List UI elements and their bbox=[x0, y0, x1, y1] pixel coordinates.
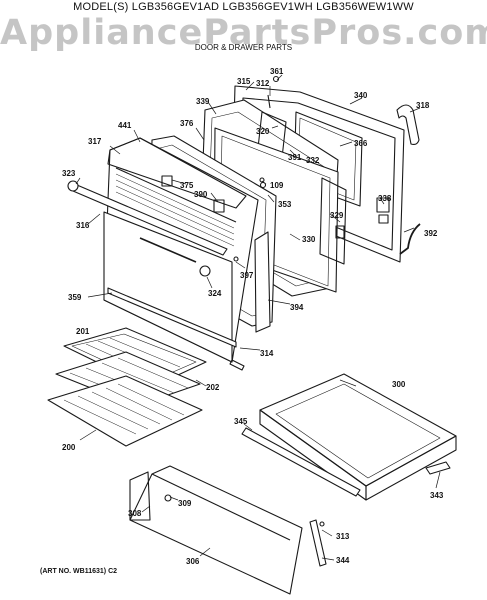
model-line: MODEL(S) LGB356GEV1AD LGB356GEV1WH LGB35… bbox=[73, 1, 414, 13]
bottom-hinge-rail bbox=[107, 287, 245, 371]
callout-300: 300 bbox=[392, 380, 406, 389]
callout-391: 391 bbox=[288, 153, 302, 162]
callout-323: 323 bbox=[62, 169, 76, 178]
callout-314: 314 bbox=[260, 349, 274, 358]
art-number: (ART NO. WB11631) C2 bbox=[40, 568, 118, 575]
callout-313: 313 bbox=[336, 532, 350, 541]
callout-306: 306 bbox=[186, 557, 200, 566]
callout-202: 202 bbox=[206, 383, 220, 392]
callout-329: 329 bbox=[330, 211, 344, 220]
callout-390: 390 bbox=[194, 190, 208, 199]
callout-441: 441 bbox=[118, 121, 132, 130]
handle-bracket bbox=[396, 104, 420, 146]
side-strip bbox=[254, 231, 271, 333]
callout-397: 397 bbox=[240, 271, 254, 280]
leader-lines bbox=[75, 74, 441, 561]
outer-door-front bbox=[103, 137, 259, 363]
watermark: AppliancePartsPros.com bbox=[0, 13, 487, 53]
callout-109: 109 bbox=[270, 181, 284, 190]
storage-drawer bbox=[259, 373, 457, 501]
callout-353: 353 bbox=[278, 200, 292, 209]
callout-375: 375 bbox=[180, 181, 194, 190]
callout-318: 318 bbox=[416, 101, 430, 110]
callout-340: 340 bbox=[354, 91, 368, 100]
callout-332: 332 bbox=[306, 156, 320, 165]
drawer-bracket bbox=[309, 519, 327, 567]
hinge-rod bbox=[399, 223, 421, 255]
callout-317: 317 bbox=[88, 137, 102, 146]
callout-315: 315 bbox=[237, 77, 251, 86]
callout-339: 339 bbox=[196, 97, 210, 106]
callout-320: 320 bbox=[256, 127, 270, 136]
callout-324: 324 bbox=[208, 289, 222, 298]
callout-330: 330 bbox=[302, 235, 316, 244]
oven-rack bbox=[47, 375, 203, 447]
hardware-screws bbox=[161, 75, 345, 262]
drawer-front-panel bbox=[129, 465, 303, 595]
callout-312: 312 bbox=[256, 79, 270, 88]
callout-359: 359 bbox=[68, 293, 82, 302]
callout-344: 344 bbox=[336, 556, 350, 565]
callout-338: 338 bbox=[378, 194, 392, 203]
callout-394: 394 bbox=[290, 303, 304, 312]
callout-345: 345 bbox=[234, 417, 248, 426]
drawer-front-rail bbox=[241, 427, 361, 497]
part-callouts: 361 312 315 340 318 339 320 366 376 441 … bbox=[62, 67, 444, 566]
callout-309: 309 bbox=[178, 499, 192, 508]
callout-366: 366 bbox=[354, 139, 368, 148]
door-handle-bar bbox=[67, 180, 228, 256]
callout-376: 376 bbox=[180, 119, 194, 128]
callout-392: 392 bbox=[424, 229, 438, 238]
callout-201: 201 bbox=[76, 327, 90, 336]
callout-361: 361 bbox=[270, 67, 284, 76]
section-title: DOOR & DRAWER PARTS bbox=[194, 43, 293, 52]
callout-308: 308 bbox=[128, 509, 142, 518]
drawer-glide bbox=[425, 461, 451, 475]
callout-316: 316 bbox=[76, 221, 90, 230]
callout-200: 200 bbox=[62, 443, 76, 452]
callout-343: 343 bbox=[430, 491, 444, 500]
